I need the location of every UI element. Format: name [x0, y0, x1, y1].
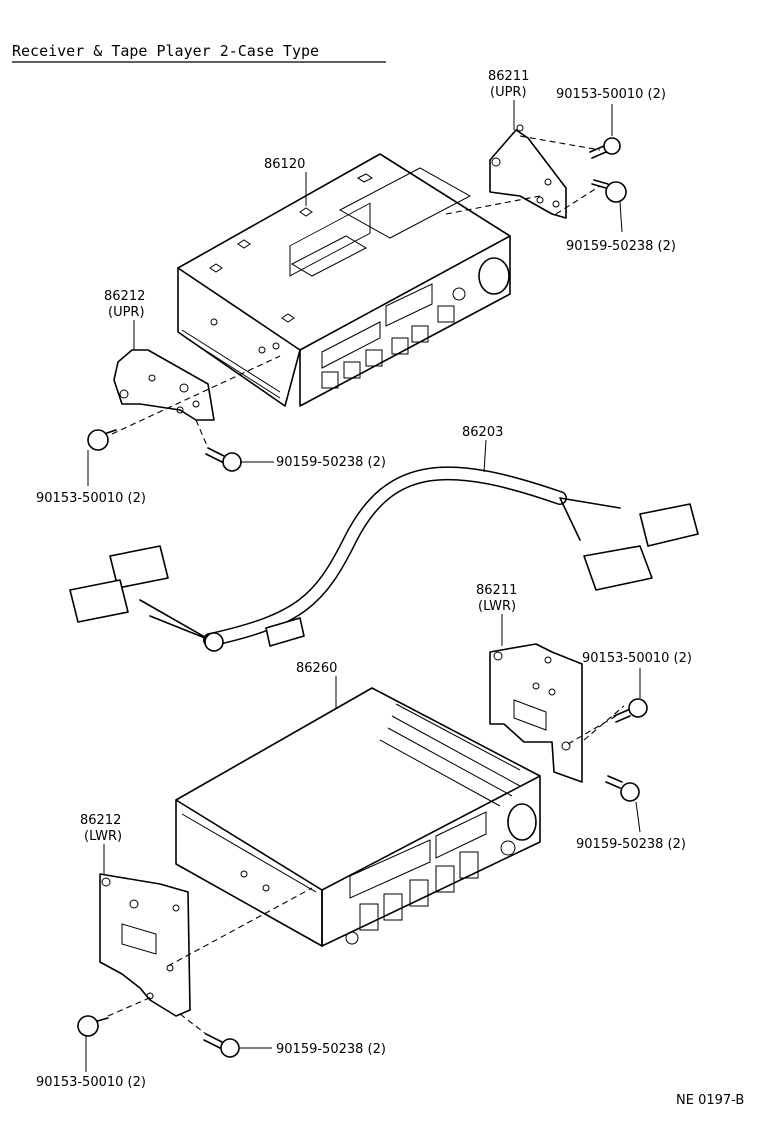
label-86212-lwr: 86212 [80, 813, 121, 828]
guide-line [583, 705, 625, 741]
label-86212-lwr-qualifier: (LWR) [84, 829, 122, 844]
receiver-unit-86120 [177, 153, 511, 407]
label-86120: 86120 [264, 157, 305, 172]
label-bolt-90159-lower-right: 90159-50238 (2) [576, 837, 686, 852]
guide-line [445, 195, 541, 215]
screw-90153-lower-right [613, 698, 648, 723]
bracket-86212-upr [113, 349, 215, 421]
bracket-86211-lwr [489, 643, 583, 783]
guide-line [555, 185, 601, 215]
diagram-title: Receiver & Tape Player 2-Case Type [12, 42, 319, 60]
guide-line [519, 135, 601, 151]
tape-player-unit-86260 [175, 687, 541, 947]
screw-90153-lower-left [77, 1015, 109, 1037]
label-86211-lwr-qualifier: (LWR) [478, 599, 516, 614]
label-screw-90153-lower-right: 90153-50010 (2) [582, 651, 692, 666]
bolt-90159-upper-left [205, 447, 242, 472]
label-86211-upr-qualifier: (UPR) [490, 85, 527, 100]
screw-90153-upper-right [589, 137, 621, 159]
leader-line [635, 801, 641, 833]
wire-harness-86203 [69, 466, 699, 652]
label-screw-90153-lower-left: 90153-50010 (2) [36, 1075, 146, 1090]
bolt-90159-lower-left [203, 1033, 240, 1058]
label-bolt-90159-upper-right: 90159-50238 (2) [566, 239, 676, 254]
guide-line [167, 887, 313, 967]
label-screw-90153-upper-left: 90153-50010 (2) [36, 491, 146, 506]
guide-line [111, 355, 281, 435]
label-bolt-90159-upper-left: 90159-50238 (2) [276, 455, 386, 470]
label-86203: 86203 [462, 425, 503, 440]
label-86211-lwr: 86211 [476, 583, 517, 598]
guide-line [107, 995, 155, 1017]
label-bolt-90159-lower-left: 90159-50238 (2) [276, 1042, 386, 1057]
bracket-86211-upr [489, 124, 567, 219]
label-86260: 86260 [296, 661, 337, 676]
label-screw-90153-upper-right: 90153-50010 (2) [556, 87, 666, 102]
label-86212-upr-qualifier: (UPR) [108, 305, 145, 320]
screw-90153-upper-left [87, 429, 117, 451]
bracket-86212-lwr [99, 873, 191, 1017]
diagram-code: NE 0197-B [676, 1093, 744, 1108]
bolt-90159-upper-right [591, 179, 627, 203]
guide-line [179, 1013, 207, 1035]
bolt-90159-lower-right [605, 775, 640, 802]
label-86212-upr: 86212 [104, 289, 145, 304]
leader-line [619, 201, 623, 233]
label-86211-upr: 86211 [488, 69, 529, 84]
vent-slots [379, 715, 521, 807]
leader-line [483, 439, 487, 473]
guide-line [195, 419, 209, 449]
